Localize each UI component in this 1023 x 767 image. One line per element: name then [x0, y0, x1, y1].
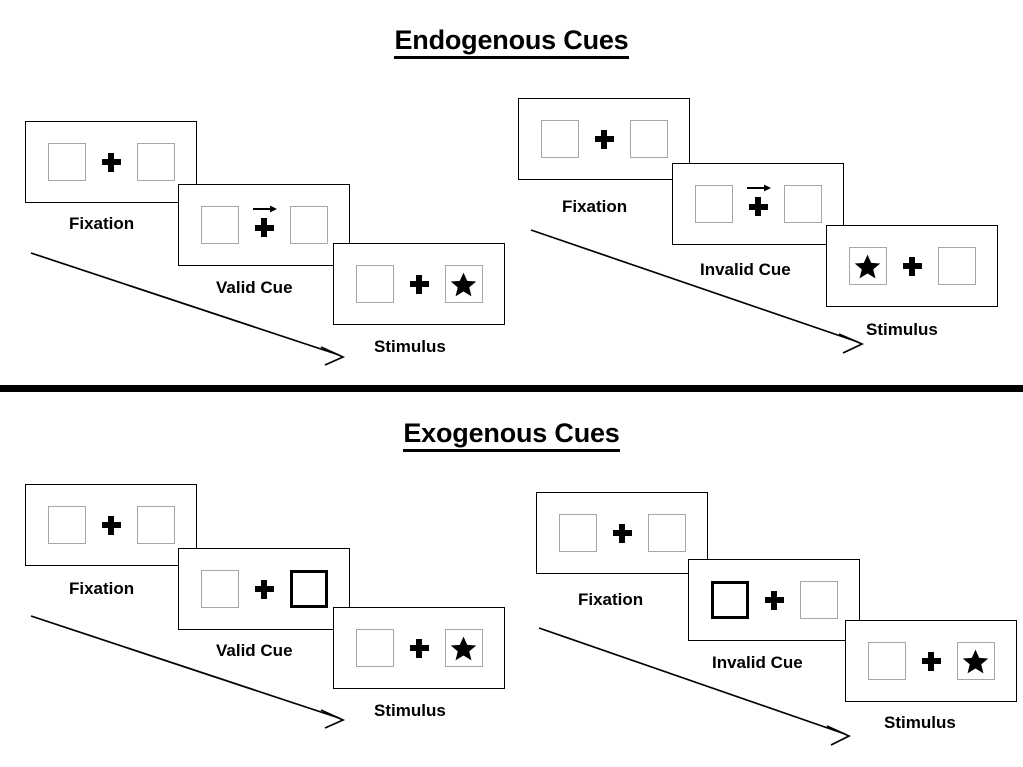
time-arrow-icon-exogenous-invalid [538, 627, 851, 746]
right-box [937, 247, 976, 285]
right-box-cued [289, 570, 328, 608]
right-box [289, 206, 328, 244]
right-box [444, 629, 483, 667]
panel-endogenous-valid-stimulus [333, 243, 505, 325]
right-box [799, 581, 838, 619]
caption-exogenous-invalid-cue: Invalid Cue [712, 653, 803, 672]
left-box-cued [710, 581, 749, 619]
center-slot [764, 581, 784, 619]
right-box [444, 265, 483, 303]
left-box [355, 629, 394, 667]
right-box [647, 514, 686, 552]
star-icon [450, 636, 477, 660]
left-box [558, 514, 597, 552]
left-box [694, 185, 733, 223]
caption-endogenous-invalid-stimulus: Stimulus [866, 320, 938, 339]
panel-exogenous-valid-fixation [25, 484, 197, 566]
section-title-exogenous-text: Exogenous Cues [403, 418, 620, 452]
time-arrow-icon-exogenous-valid [30, 615, 346, 729]
right-box [956, 642, 995, 680]
star-icon [854, 254, 881, 278]
section-title-endogenous: Endogenous Cues [0, 25, 1023, 59]
plus-cross-icon [921, 651, 941, 671]
center-slot [747, 184, 772, 223]
star-icon [962, 649, 989, 673]
center-slot [409, 629, 429, 667]
left-box [540, 120, 579, 158]
center-slot [254, 570, 274, 608]
panel-exogenous-invalid-stimulus [845, 620, 1017, 702]
center-slot [409, 265, 429, 303]
left-box [47, 506, 86, 544]
panel-exogenous-valid-stimulus [333, 607, 505, 689]
plus-cross-icon [254, 579, 274, 599]
left-box [200, 206, 239, 244]
time-arrow-icon-endogenous-valid [30, 252, 346, 366]
left-box [355, 265, 394, 303]
section-divider [0, 385, 1023, 392]
center-slot [902, 247, 922, 285]
center-slot [921, 642, 941, 680]
caption-endogenous-valid-cue: Valid Cue [216, 278, 293, 297]
plus-cross-icon [409, 638, 429, 658]
caption-exogenous-valid-cue: Valid Cue [216, 641, 293, 660]
center-slot [101, 506, 121, 544]
plus-cross-icon [409, 274, 429, 294]
panel-endogenous-invalid-fixation [518, 98, 690, 180]
right-box [629, 120, 668, 158]
plus-cross-icon [101, 152, 121, 172]
caption-exogenous-valid-fixation: Fixation [69, 579, 135, 598]
left-box [47, 143, 86, 181]
panel-endogenous-valid-fixation [25, 121, 197, 203]
caption-endogenous-valid-stimulus: Stimulus [374, 337, 446, 356]
plus-cross-icon [101, 515, 121, 535]
plus-cross-icon [612, 523, 632, 543]
panel-exogenous-invalid-fixation [536, 492, 708, 574]
caption-endogenous-invalid-cue: Invalid Cue [700, 260, 791, 279]
center-slot [253, 205, 278, 244]
left-box [200, 570, 239, 608]
left-box [848, 247, 887, 285]
time-arrow-icon-endogenous-invalid [530, 229, 865, 354]
panel-endogenous-invalid-cue [672, 163, 844, 245]
star-icon [450, 272, 477, 296]
caption-endogenous-invalid-fixation: Fixation [562, 197, 628, 216]
arrow-right-icon [253, 205, 278, 213]
caption-exogenous-invalid-stimulus: Stimulus [884, 713, 956, 732]
section-title-endogenous-text: Endogenous Cues [394, 25, 629, 59]
plus-cross-icon [594, 129, 614, 149]
center-slot [101, 143, 121, 181]
panel-exogenous-invalid-cue [688, 559, 860, 641]
arrow-right-icon [747, 184, 772, 192]
center-slot [612, 514, 632, 552]
plus-cross-icon [254, 218, 274, 237]
section-title-exogenous: Exogenous Cues [0, 418, 1023, 452]
center-slot [594, 120, 614, 158]
right-box [136, 506, 175, 544]
panel-endogenous-invalid-stimulus [826, 225, 998, 307]
caption-exogenous-valid-stimulus: Stimulus [374, 701, 446, 720]
caption-exogenous-invalid-fixation: Fixation [578, 590, 644, 609]
right-box [783, 185, 822, 223]
plus-cross-icon [748, 197, 768, 216]
right-box [136, 143, 175, 181]
plus-cross-icon [764, 590, 784, 610]
panel-endogenous-valid-cue [178, 184, 350, 266]
panel-exogenous-valid-cue [178, 548, 350, 630]
left-box [867, 642, 906, 680]
plus-cross-icon [902, 256, 922, 276]
caption-endogenous-valid-fixation: Fixation [69, 214, 135, 233]
